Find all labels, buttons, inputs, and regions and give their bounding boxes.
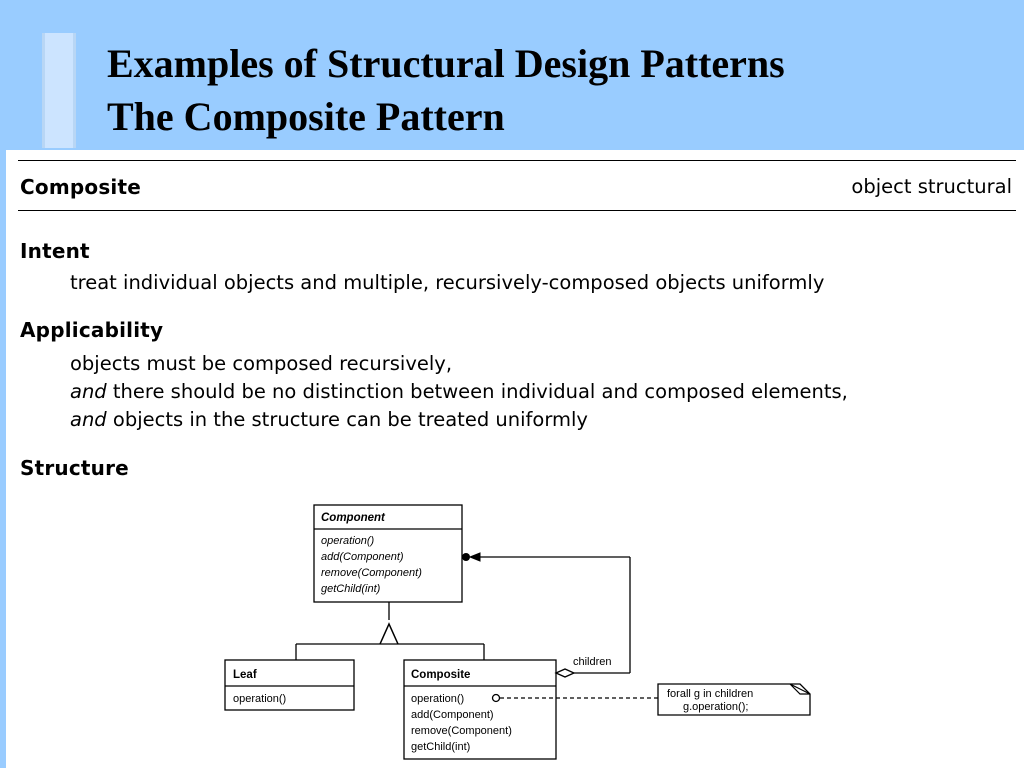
- component-class-name: Component: [321, 512, 386, 524]
- applicability-line-3: and objects in the structure can be trea…: [70, 408, 588, 431]
- component-method: remove(Component): [321, 567, 422, 579]
- children-label: children: [573, 656, 612, 668]
- note-line-2: g.operation();: [683, 701, 748, 713]
- pattern-category: object structural: [851, 175, 1012, 198]
- slide-subtitle: The Composite Pattern: [107, 94, 505, 139]
- intent-heading: Intent: [20, 239, 90, 263]
- composite-method: add(Component): [411, 709, 494, 721]
- applicability-line-1: objects must be composed recursively,: [70, 352, 453, 375]
- leaf-class: Leaf operation(): [224, 659, 355, 711]
- top-rule: [18, 160, 1016, 161]
- note-line-1: forall g in children: [667, 688, 753, 700]
- structure-heading: Structure: [20, 456, 129, 480]
- applicability-line-3-prefix: and: [70, 408, 107, 431]
- composite-class: Composite operation() add(Component) rem…: [403, 659, 557, 760]
- pattern-name: Composite: [20, 175, 141, 199]
- left-accent-strip: [0, 150, 6, 768]
- slide-title: Examples of Structural Design Patterns: [107, 41, 785, 86]
- header-accent-bar: [42, 33, 76, 148]
- header-rule: [18, 210, 1016, 211]
- intent-text: treat individual objects and multiple, r…: [70, 271, 825, 294]
- applicability-line-3-text: objects in the structure can be treated …: [106, 408, 588, 431]
- applicability-heading: Applicability: [20, 318, 164, 342]
- applicability-line-2-text: there should be no distinction between i…: [106, 380, 848, 403]
- component-class: Component operation() add(Component) rem…: [313, 504, 463, 603]
- applicability-line-2: and there should be no distinction betwe…: [70, 380, 848, 403]
- composite-method: operation(): [411, 693, 464, 705]
- component-method: getChild(int): [321, 583, 381, 595]
- children-aggregation: children: [462, 552, 631, 678]
- composite-class-name: Composite: [411, 669, 470, 681]
- leaf-class-name: Leaf: [233, 669, 257, 681]
- composite-method: remove(Component): [411, 725, 512, 737]
- applicability-line-2-prefix: and: [70, 380, 107, 403]
- leaf-method: operation(): [233, 693, 286, 705]
- composite-method: getChild(int): [411, 741, 470, 753]
- slide-header: Examples of Structural Design Patterns T…: [0, 0, 1024, 150]
- component-method: add(Component): [321, 551, 404, 563]
- operation-note: forall g in children g.operation();: [491, 683, 811, 716]
- generalization-arrow: [295, 602, 485, 660]
- component-method: operation(): [321, 535, 375, 547]
